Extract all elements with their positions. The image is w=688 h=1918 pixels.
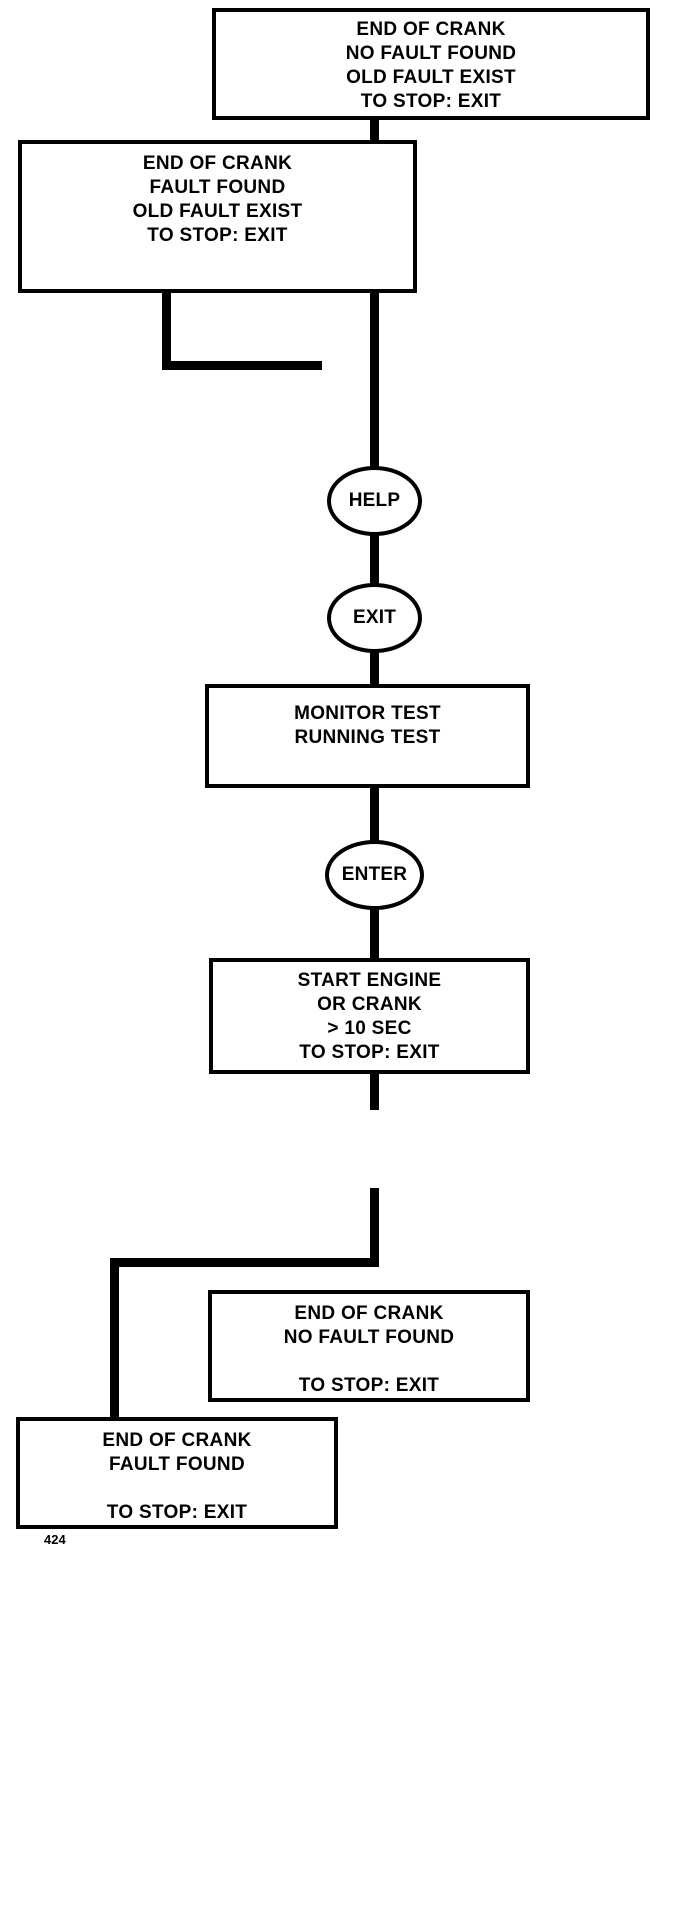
box-end-of-crank-fault-old-fault[interactable]: END OF CRANK FAULT FOUND OLD FAULT EXIST… — [18, 140, 417, 293]
connector-box1-to-help — [370, 118, 379, 513]
box2-line-2: FAULT FOUND — [149, 177, 286, 198]
box2-line-1: END OF CRANK — [142, 153, 293, 174]
box6-line-4: TO STOP: EXIT — [106, 1502, 248, 1523]
box3-line-2: RUNNING TEST — [294, 727, 441, 748]
connector-monitor-test-to-enter — [370, 784, 379, 846]
box3-line-1: MONITOR TEST — [294, 703, 441, 724]
box6-text: END OF CRANK FAULT FOUND TO STOP: EXIT — [20, 1429, 334, 1525]
box4-text: START ENGINE OR CRANK > 10 SEC TO STOP: … — [213, 969, 526, 1065]
box4-line-1: START ENGINE — [297, 970, 442, 991]
box2-line-3: OLD FAULT EXIST — [132, 201, 303, 222]
connector-box2-down — [162, 293, 171, 369]
box-start-engine[interactable]: START ENGINE OR CRANK > 10 SEC TO STOP: … — [209, 958, 530, 1074]
box5-text: END OF CRANK NO FAULT FOUND TO STOP: EXI… — [212, 1302, 526, 1398]
box5-line-4: TO STOP: EXIT — [298, 1375, 440, 1396]
box2-line-4: TO STOP: EXIT — [147, 225, 288, 246]
box1-line-2: NO FAULT FOUND — [345, 43, 517, 64]
box3-text: MONITOR TEST RUNNING TEST — [209, 702, 526, 750]
connector-lower-trunk — [370, 1188, 379, 1266]
box6-line-2: FAULT FOUND — [109, 1454, 245, 1475]
connector-start-engine-down — [370, 1072, 379, 1110]
connector-enter-to-start-engine — [370, 894, 379, 960]
connector-branch-left-down — [110, 1258, 119, 1422]
box1-line-3: OLD FAULT EXIST — [346, 67, 516, 88]
circle-enter-label: ENTER — [341, 864, 408, 885]
box5-line-2: NO FAULT FOUND — [283, 1327, 455, 1348]
box-end-of-crank-no-fault-old-fault[interactable]: END OF CRANK NO FAULT FOUND OLD FAULT EX… — [212, 8, 650, 120]
box6-line-1: END OF CRANK — [102, 1430, 252, 1451]
circle-help-label: HELP — [348, 490, 401, 511]
circle-enter[interactable]: ENTER — [325, 840, 424, 910]
box1-line-4: TO STOP: EXIT — [360, 91, 502, 112]
page-number-mark: 424 — [44, 1532, 66, 1547]
box-end-of-crank-no-fault[interactable]: END OF CRANK NO FAULT FOUND TO STOP: EXI… — [208, 1290, 530, 1402]
circle-exit[interactable]: EXIT — [327, 583, 422, 653]
circle-help[interactable]: HELP — [327, 466, 422, 536]
box2-text: END OF CRANK FAULT FOUND OLD FAULT EXIST… — [22, 152, 413, 248]
box-end-of-crank-fault[interactable]: END OF CRANK FAULT FOUND TO STOP: EXIT — [16, 1417, 338, 1529]
box4-line-4: TO STOP: EXIT — [299, 1042, 440, 1063]
box1-line-1: END OF CRANK — [356, 19, 506, 40]
box-monitor-test[interactable]: MONITOR TEST RUNNING TEST — [205, 684, 530, 788]
circle-exit-label: EXIT — [352, 607, 397, 628]
box1-text: END OF CRANK NO FAULT FOUND OLD FAULT EX… — [216, 18, 646, 114]
box4-line-2: OR CRANK — [317, 994, 422, 1015]
box4-line-3: > 10 SEC — [327, 1018, 412, 1039]
connector-exit-to-monitor-test — [370, 648, 379, 688]
connector-box2-elbow-horizontal — [162, 361, 322, 370]
connector-help-to-exit — [370, 535, 379, 590]
box5-line-1: END OF CRANK — [294, 1303, 444, 1324]
connector-branch-horizontal — [110, 1258, 379, 1267]
